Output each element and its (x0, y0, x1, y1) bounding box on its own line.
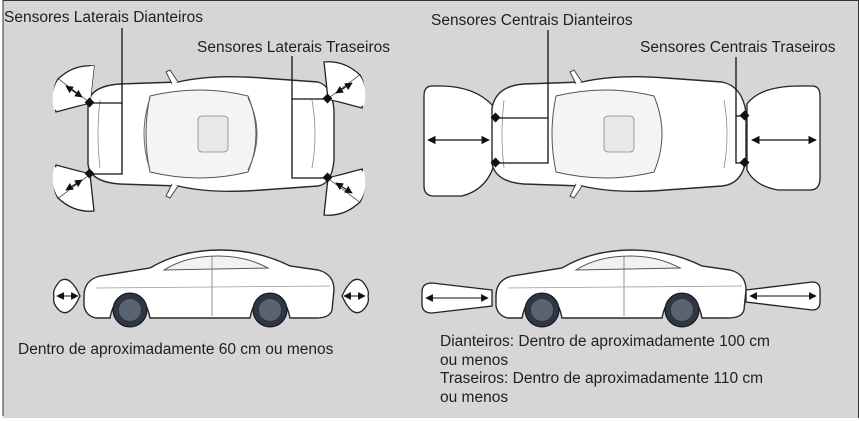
car-top-view-left (87, 69, 335, 199)
side-zone-arrows-left (65, 82, 353, 194)
car-top-view-right (491, 69, 747, 199)
car-side-view-right (495, 249, 747, 328)
center-zone-arrows-bottom-right (425, 292, 817, 302)
caption-front-range-line2: ou menos (440, 351, 509, 369)
car-side-view-left (83, 249, 335, 328)
caption-side-range: Dentro de aproximadamente 60 cm ou menos (18, 341, 334, 358)
caption-rear-range-line1: Traseiros: Dentro de aproximadamente 110… (440, 370, 764, 387)
label-side-front-sensors: Sensores Laterais Dianteiros (4, 9, 204, 26)
caption-front-range-line1: Dianteiros: Dentro de aproximadamente 10… (440, 333, 770, 350)
label-center-front-sensors: Sensores Centrais Dianteiros (431, 12, 633, 29)
side-sensor-zones-left (52, 61, 366, 216)
caption-rear-range-line2: ou menos (440, 388, 509, 406)
label-center-rear-sensors: Sensores Centrais Traseiros (640, 39, 836, 56)
label-side-rear-sensors: Sensores Laterais Traseiros (197, 39, 390, 56)
leader-lines-left (90, 28, 328, 179)
caption-center-ranges: Dianteiros: Dentro de aproximadamente 10… (440, 333, 770, 407)
